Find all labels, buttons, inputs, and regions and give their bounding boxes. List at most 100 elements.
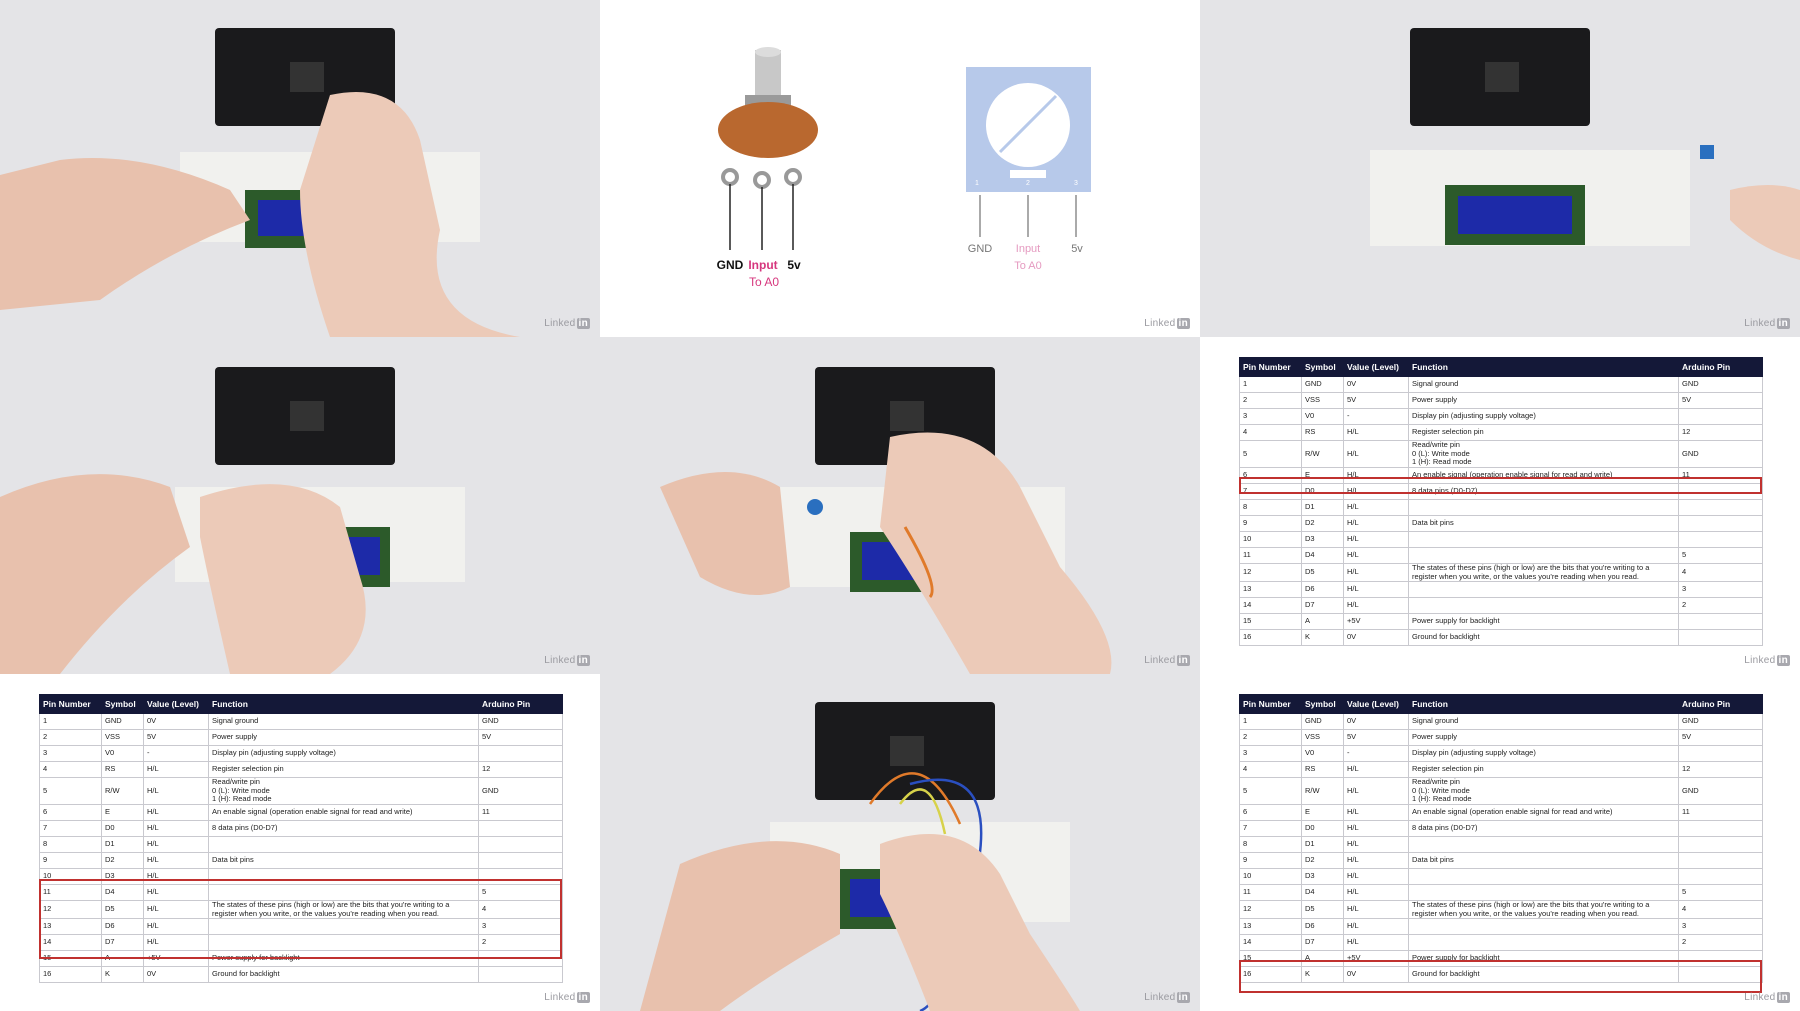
table-header-cell: Function bbox=[1408, 357, 1679, 377]
table-header-cell: Arduino Pin bbox=[1678, 357, 1763, 377]
table-cell: K bbox=[1301, 966, 1344, 984]
table-cell bbox=[1678, 613, 1763, 631]
table-cell: GND bbox=[478, 777, 563, 805]
table-header-cell: Arduino Pin bbox=[478, 694, 563, 714]
table-cell bbox=[1678, 819, 1763, 837]
table-cell: +5V bbox=[1343, 950, 1409, 968]
table-cell: 12 bbox=[39, 899, 102, 920]
table-cell: D2 bbox=[1301, 851, 1344, 869]
table-cell: 16 bbox=[39, 966, 102, 984]
table-cell: 8 bbox=[1239, 498, 1302, 516]
table-cell bbox=[208, 835, 479, 853]
table-cell: H/L bbox=[1343, 934, 1409, 952]
table-cell: 11 bbox=[39, 883, 102, 901]
hands-wiring-lcd-image bbox=[0, 28, 520, 337]
table-cell: 4 bbox=[1678, 899, 1763, 920]
table-cell: R/W bbox=[1301, 777, 1344, 805]
table-cell: 10 bbox=[1239, 867, 1302, 885]
table-cell bbox=[1678, 851, 1763, 869]
table-cell: 4 bbox=[1239, 424, 1302, 441]
table-cell: Power supply bbox=[1408, 392, 1679, 409]
table-cell: 12 bbox=[1239, 899, 1302, 920]
table-cell: D7 bbox=[101, 934, 144, 952]
table-cell: 5 bbox=[478, 883, 563, 901]
table-cell: H/L bbox=[143, 777, 209, 805]
table-cell: Data bit pins bbox=[208, 851, 479, 869]
table-header-cell: Symbol bbox=[1301, 694, 1344, 714]
table-cell: Ground for backlight bbox=[1408, 629, 1679, 647]
table-cell: 3 bbox=[1678, 918, 1763, 936]
table-cell: 5 bbox=[39, 777, 102, 805]
table-cell: D3 bbox=[1301, 867, 1344, 885]
table-cell: 1 bbox=[1239, 376, 1302, 393]
table-cell: H/L bbox=[1343, 514, 1409, 532]
table-cell bbox=[208, 934, 479, 952]
table-cell: 0V bbox=[1343, 966, 1409, 984]
pot-input-label: Input bbox=[748, 258, 778, 272]
table-cell: 9 bbox=[39, 851, 102, 869]
table-cell: An enable signal (operation enable signa… bbox=[1408, 803, 1679, 821]
table-cell: H/L bbox=[1343, 867, 1409, 885]
table-cell: GND bbox=[1678, 713, 1763, 730]
table-cell: Data bit pins bbox=[1408, 851, 1679, 869]
table-cell: Register selection pin bbox=[1408, 424, 1679, 441]
table-cell bbox=[1408, 918, 1679, 936]
table-cell: Register selection pin bbox=[1408, 761, 1679, 778]
table-cell bbox=[478, 867, 563, 885]
table-cell: 7 bbox=[39, 819, 102, 837]
table-cell: 0V bbox=[143, 713, 209, 730]
table-cell: D1 bbox=[1301, 835, 1344, 853]
table-cell: 3 bbox=[39, 745, 102, 762]
table-cell: 11 bbox=[1239, 546, 1302, 564]
table-cell bbox=[1678, 745, 1763, 762]
table-cell: 5V bbox=[143, 729, 209, 746]
table-cell: 6 bbox=[1239, 803, 1302, 821]
table-cell: 5V bbox=[1678, 729, 1763, 746]
table-cell: An enable signal (operation enable signa… bbox=[1408, 466, 1679, 484]
potentiometer-photo-icon bbox=[718, 47, 818, 250]
table-header-cell: Pin Number bbox=[1239, 357, 1302, 377]
table-header-cell: Pin Number bbox=[1239, 694, 1302, 714]
table-header-cell: Value (Level) bbox=[143, 694, 209, 714]
table-cell: E bbox=[1301, 466, 1344, 484]
table-cell bbox=[1408, 867, 1679, 885]
table-cell: V0 bbox=[1301, 408, 1344, 425]
table-cell: 12 bbox=[1678, 761, 1763, 778]
table-cell: A bbox=[1301, 950, 1344, 968]
table-cell bbox=[1408, 530, 1679, 548]
potentiometer-schematic-icon bbox=[966, 67, 1091, 237]
table-cell: 4 bbox=[1239, 761, 1302, 778]
table-cell: The states of these pins (high or low) a… bbox=[1408, 899, 1679, 920]
table-cell: 2 bbox=[1678, 597, 1763, 615]
schematic-5v-label: 5v bbox=[1071, 243, 1083, 255]
table-cell: 13 bbox=[1239, 581, 1302, 599]
table-cell: VSS bbox=[1301, 729, 1344, 746]
table-cell: H/L bbox=[143, 899, 209, 920]
table-cell: 14 bbox=[39, 934, 102, 952]
table-cell: Read/write pin 0 (L): Write mode 1 (H): … bbox=[208, 777, 479, 805]
table-cell: GND bbox=[1678, 777, 1763, 805]
potentiometer-diagram-frame: GND Input To A0 5v 1 2 3 GND Input To A0… bbox=[600, 0, 1200, 337]
table-cell: V0 bbox=[1301, 745, 1344, 762]
